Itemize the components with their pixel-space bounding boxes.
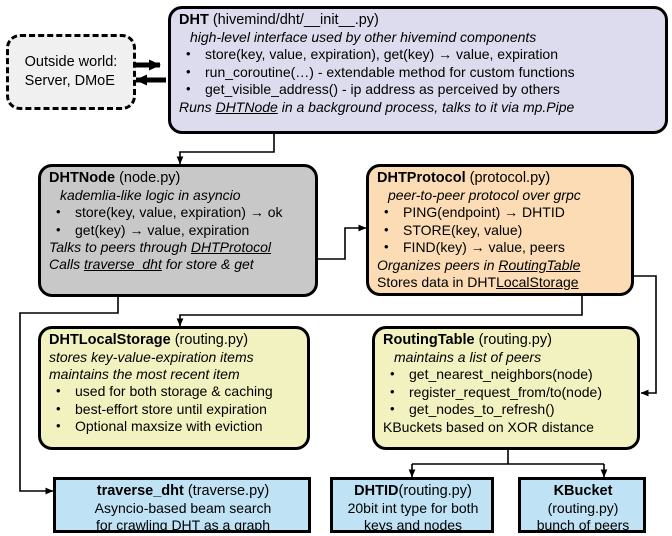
dhtid-title: DHTID(routing.py) [341,483,485,500]
routingtable-title: RoutingTable (routing.py) [383,332,631,349]
traverse-dht-line-1: Asyncio-based beam search [94,500,272,516]
node-routingtable[interactable]: RoutingTable (routing.py) maintains a li… [372,326,640,450]
dhtprotocol-link-routingtable[interactable]: RoutingTable [498,256,581,273]
dhtid-name: DHTID [354,483,399,499]
dhtnode-footer-2: Calls traverse_dht for store & get [49,256,309,273]
dht-footer-prefix: Runs [179,98,216,115]
node-dhtlocalstorage[interactable]: DHTLocalStorage (routing.py) stores key-… [38,326,310,450]
list-item: PING(endpoint) → DHTID [377,203,625,222]
list-item: used for both storage & caching [49,382,301,401]
dhtprotocol-subtitle: peer-to-peer protocol over grpc [388,187,581,203]
outside-world-box: Outside world: Server, DMoE [6,34,136,110]
kbucket-line-1: bunch of peers [536,517,630,533]
dht-title: DHT (hivemind/dht/__init__.py) [179,12,659,29]
dhtnode-footer2-suffix: for store & get [161,256,254,272]
traverse-dht-file: (traverse.py) [187,483,270,499]
kbucket-file: (routing.py) [547,500,619,516]
outside-world-line1: Outside world: [24,54,118,70]
routingtable-subtitle: maintains a list of peers [394,349,542,365]
dhtnode-name: DHTNode [49,170,116,186]
dhtlocalstorage-subtitle-2: maintains the most recent item [49,366,240,382]
dhtlocalstorage-subtitle-1: stores key-value-expiration items [49,349,254,365]
dhtlocalstorage-bullet-list: used for both storage & caching best-eff… [49,382,301,436]
node-dhtnode[interactable]: DHTNode (node.py) kademlia-like logic in… [38,164,318,297]
list-item: get_nodes_to_refresh() [383,400,631,419]
dhtid-line-1: 20bit int type for both [347,500,479,516]
dhtnode-subtitle: kademlia-like logic in asyncio [60,187,241,203]
traverse-dht-name: traverse_dht [96,483,184,499]
list-item: Optional maxsize with eviction [49,417,301,436]
dhtprotocol-footer1-prefix: Organizes peers in [377,256,499,273]
dhtprotocol-title: DHTProtocol (protocol.py) [377,170,625,187]
list-item: get(key) → value, expiration [49,221,309,240]
dht-bullet-list: store(key, value, expiration), get(key) … [179,45,659,99]
dht-footer-link-dhtnode[interactable]: DHTNode [215,98,278,115]
dhtid-line-2: keys and nodes [363,517,463,533]
dhtlocalstorage-name: DHTLocalStorage [49,332,171,348]
list-item: get_visible_address() - ip address as pe… [179,80,659,99]
dhtlocalstorage-title: DHTLocalStorage (routing.py) [49,332,301,349]
dhtnode-link-dhtprotocol[interactable]: DHTProtocol [190,239,272,255]
dhtprotocol-bullet-list: PING(endpoint) → DHTID STORE(key, value)… [377,203,625,257]
list-item: register_request_from/to(node) [383,383,631,402]
dhtprotocol-name: DHTProtocol [377,170,466,186]
dhtprotocol-link-localstorage[interactable]: LocalStorage [496,273,579,290]
node-dht[interactable]: DHT (hivemind/dht/__init__.py) high-leve… [168,6,668,134]
node-dhtid[interactable]: DHTID(routing.py) 20bit int type for bot… [330,477,494,533]
dht-subtitle: high-level interface used by other hivem… [190,29,537,45]
outside-world-line2: Server, DMoE [24,73,115,89]
dhtnode-title: DHTNode (node.py) [49,170,309,187]
routingtable-footer: KBuckets based on XOR distance [383,418,594,435]
list-item: STORE(key, value) [377,221,625,240]
dhtnode-footer1-prefix: Talks to peers through [49,239,191,255]
dhtprotocol-footer-1: Organizes peers in RoutingTable [377,257,625,274]
list-item: store(key, value, expiration) → ok [49,203,309,222]
dhtid-file: (routing.py) [398,483,472,499]
dht-name: DHT [179,12,209,28]
kbucket-name: KBucket [553,483,613,499]
dhtprotocol-footer-2: Stores data in DHTLocalStorage [377,274,625,291]
dht-footer: Runs DHTNode in a background process, ta… [179,99,659,116]
dhtnode-link-traverse-dht[interactable]: traverse_dht [84,256,162,272]
node-dhtprotocol[interactable]: DHTProtocol (protocol.py) peer-to-peer p… [366,164,634,296]
node-traverse-dht[interactable]: traverse_dht (traverse.py) Asyncio-based… [53,477,311,533]
routingtable-name: RoutingTable [383,332,475,348]
dhtprotocol-footer2-prefix: Stores data in DHT [377,273,497,290]
dhtnode-file: (node.py) [119,170,181,186]
dht-file: (hivemind/dht/__init__.py) [212,12,379,28]
wire-dht-to-dhtnode [176,134,275,165]
traverse-dht-line-2: for crawling DHT as a graph [95,517,271,533]
kbucket-title: KBucket [529,483,637,500]
dhtlocalstorage-file: (routing.py) [174,332,249,348]
wire-dhtprotocol-to-dhtlocalstorage [176,296,583,327]
list-item: get_nearest_neighbors(node) [383,365,631,384]
dhtnode-footer2-prefix: Calls [49,256,85,272]
routingtable-file: (routing.py) [478,332,552,348]
list-item: best-effort store until expiration [49,400,301,419]
dhtprotocol-file: (protocol.py) [469,170,551,186]
list-item: run_coroutine(…) - extendable method for… [179,63,659,82]
list-item: store(key, value, expiration), get(key) … [179,45,659,64]
dhtnode-bullet-list: store(key, value, expiration) → ok get(k… [49,203,309,240]
dht-footer-suffix: in a background process, talks to it via… [277,98,575,115]
dhtnode-footer-1: Talks to peers through DHTProtocol [49,239,309,256]
routingtable-bullet-list: get_nearest_neighbors(node) register_req… [383,365,631,419]
wire-dhtnode-to-dhtprotocol [316,224,367,265]
list-item: FIND(key) → value, peers [377,238,625,257]
wire-routingtable-to-leaves [408,450,608,478]
traverse-dht-title: traverse_dht (traverse.py) [64,483,302,500]
node-kbucket[interactable]: KBucket (routing.py) bunch of peers [518,477,646,533]
